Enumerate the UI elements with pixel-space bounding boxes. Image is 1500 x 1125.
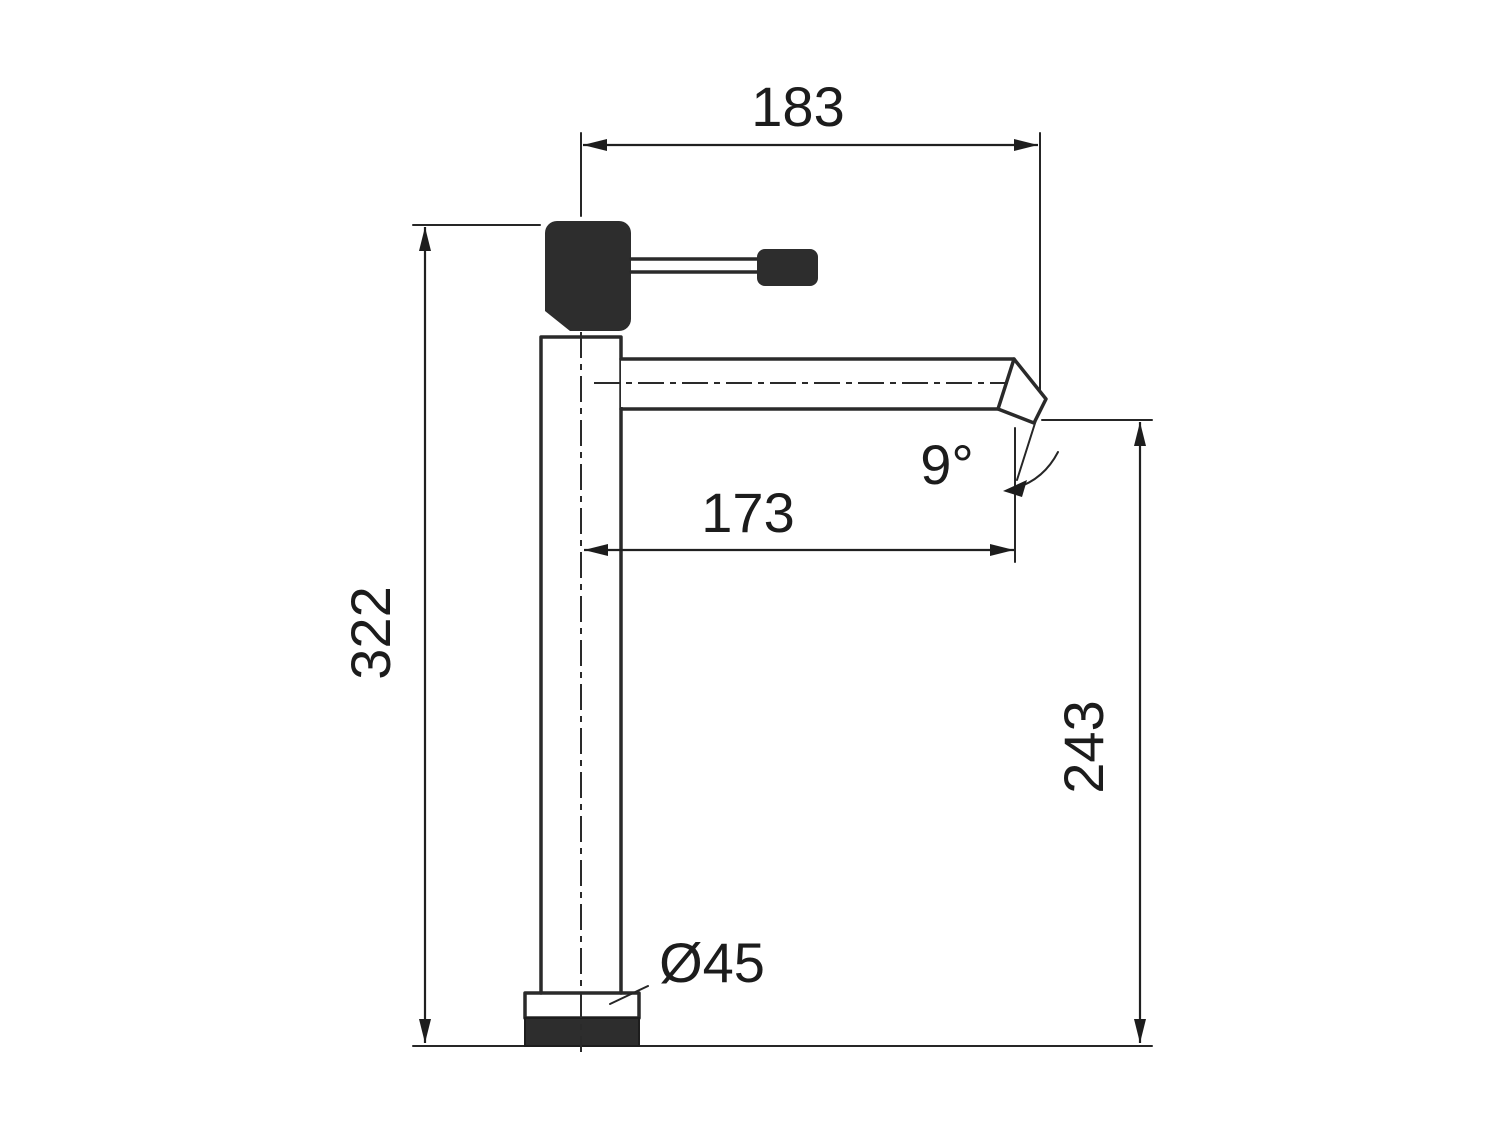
arrow-173-right (990, 544, 1014, 556)
dimension-spout-reach: 173 (584, 481, 1014, 556)
dim-spout-reach-label: 173 (701, 481, 794, 544)
leader-base-diameter (609, 985, 649, 1005)
arrow-angle (1003, 480, 1027, 497)
handle-block (545, 221, 631, 331)
spout-outline (619, 357, 1048, 425)
arrow-243-top (1134, 422, 1146, 446)
dim-overall-height-label: 322 (339, 586, 402, 679)
dim-spout-height-label: 243 (1052, 700, 1115, 793)
centerlines (580, 332, 1008, 1052)
arrow-243-bottom (1134, 1019, 1146, 1043)
dimension-spout-angle: 9° (920, 433, 1059, 497)
dimension-spout-height: 243 (1052, 422, 1146, 1043)
dimension-base-diameter: Ø45 (609, 931, 765, 1005)
ext-angle-tilted (1016, 419, 1037, 481)
faucet-body (523, 221, 1048, 1047)
lever-grip (757, 249, 818, 286)
arrow-322-bottom (419, 1019, 431, 1043)
dim-base-diameter-label: Ø45 (659, 931, 765, 994)
dim-top-width-label: 183 (751, 75, 844, 138)
arrow-183-right (1014, 139, 1038, 151)
arrow-183-left (583, 139, 607, 151)
arrow-322-top (419, 227, 431, 251)
dimension-top-width: 183 (583, 75, 1038, 151)
dimension-overall-height: 322 (339, 227, 431, 1043)
dim-spout-angle-label: 9° (920, 433, 974, 496)
spout-fill (621, 359, 1046, 423)
arrow-173-left (584, 544, 608, 556)
